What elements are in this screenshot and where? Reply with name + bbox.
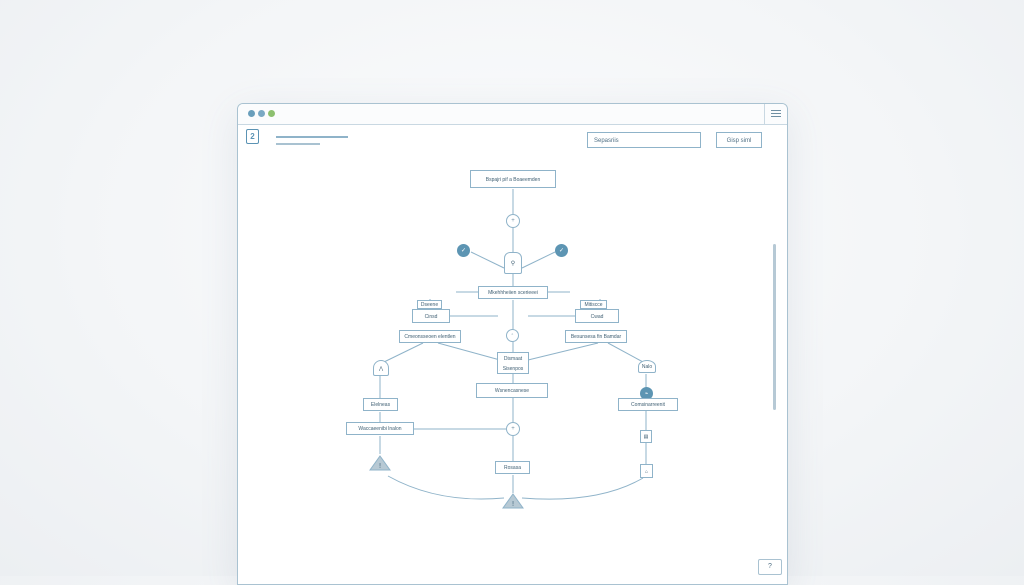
title-bar: [238, 104, 787, 125]
hub-node[interactable]: Mkehhheiien scerieeei: [478, 286, 548, 299]
app-window: 2 Sepasriis Gisp siml: [237, 103, 788, 585]
help-button[interactable]: ?: [758, 559, 782, 575]
junction-mid-icon[interactable]: ◦: [506, 329, 519, 342]
svg-text:!: !: [512, 500, 515, 508]
right-pill-node[interactable]: Nalo: [638, 360, 656, 373]
window-dot-2-icon[interactable]: [258, 110, 265, 117]
center-bar-node[interactable]: Wsnencasnese: [476, 383, 548, 398]
junction-top-icon[interactable]: +: [506, 214, 520, 228]
right-bar2-node[interactable]: Comsinarreenit: [618, 398, 678, 411]
left-long-node[interactable]: Waccaeenibi lnalon: [346, 422, 414, 435]
document-icon[interactable]: 2: [246, 129, 259, 144]
right-doc-icon[interactable]: ▤: [640, 430, 652, 443]
right-tag: Mitiscce: [580, 300, 607, 309]
left-chart-icon[interactable]: ⋀: [373, 360, 389, 376]
center-node-subtitle: Sisenpos: [502, 366, 524, 372]
search-input[interactable]: Sepasriis: [587, 132, 701, 148]
svg-text:!: !: [379, 462, 382, 470]
action-button[interactable]: Gisp siml: [716, 132, 762, 148]
left-tag: Dseene: [417, 300, 442, 309]
right-check-icon[interactable]: ✓: [555, 244, 568, 257]
right-flow-icon[interactable]: ⌁: [640, 387, 653, 400]
root-node[interactable]: Bspajri pif a Boaeemden: [470, 170, 556, 188]
window-dot-3-icon[interactable]: [268, 110, 275, 117]
window-dot-1-icon[interactable]: [248, 110, 255, 117]
junction-low-icon[interactable]: +: [506, 422, 520, 436]
center-node-title: Dismaat: [503, 356, 523, 362]
right-lock-icon[interactable]: ⌂: [640, 464, 653, 478]
bottom-warning-icon[interactable]: !: [501, 492, 525, 510]
flow-diagram-connectors: [379, 189, 647, 500]
bottom-node[interactable]: Rosasa: [495, 461, 530, 474]
right-bar-node[interactable]: Besunsesa fin Bamdar: [565, 330, 627, 343]
left-check-icon[interactable]: ✓: [457, 244, 470, 257]
gate-icon[interactable]: ⚲: [504, 252, 522, 274]
center-node[interactable]: Dismaat Sisenpos: [497, 352, 529, 374]
left-node[interactable]: Cinsd: [412, 309, 450, 323]
vertical-scrollbar[interactable]: [773, 244, 776, 410]
left-small-node[interactable]: Elelneas: [363, 398, 398, 411]
page-subtitle-placeholder: [276, 143, 320, 145]
page-title-placeholder: [276, 136, 348, 138]
right-node[interactable]: Cwad: [575, 309, 619, 323]
left-warning-icon[interactable]: !: [368, 454, 392, 472]
left-bar-node[interactable]: Cmeonsseoen elentlen: [399, 330, 461, 343]
hamburger-menu-icon[interactable]: [764, 104, 787, 124]
